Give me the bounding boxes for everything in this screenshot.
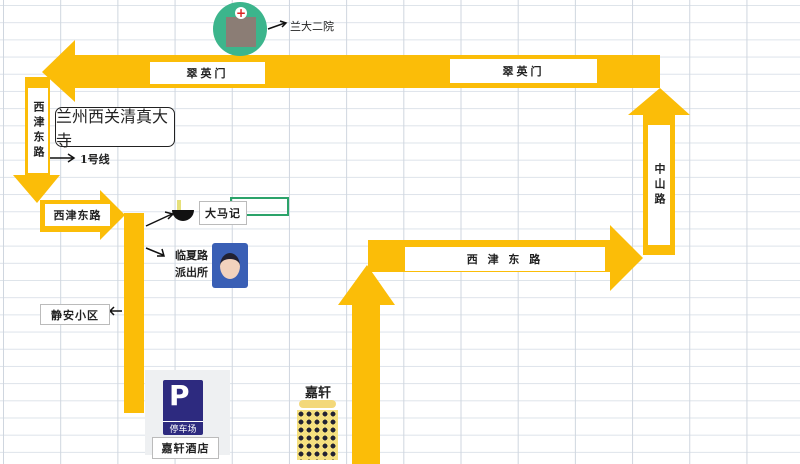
label-zhongshan: 中山路 [648,125,670,245]
police-label: 临夏路派出所 [175,249,208,279]
label-xijin-small: 西津东路 [45,204,110,226]
jingan-label: 静安小区 [40,304,110,325]
label-xijin-mid: 西 津 东 路 [405,247,605,271]
vertical-road-bar [124,213,144,413]
hospital-icon: + [213,2,267,56]
damaji-label: 大马记 [199,201,247,225]
label-cuiyingmen-right: 翠英门 [450,59,597,83]
arrow-top-left [42,40,660,102]
parking-sign-text: 停车场 [163,421,203,435]
police-station-icon [212,243,248,288]
arrow-to-jingan-icon [108,306,122,316]
label-cuiyingmen-left: 翠英门 [150,62,265,84]
arrow-to-noodle-icon [145,211,175,227]
arrow-middle-up [338,265,395,464]
hotel-label: 嘉轩酒店 [152,437,219,459]
mosque-label: 兰州西关清真大寺 [55,107,175,150]
arrow-to-line1-icon [50,153,76,163]
arrow-to-police-icon [145,247,165,257]
arrow-to-hospital-icon [267,20,288,30]
label-xijin-vertical: 西津东路 [28,88,48,173]
hospital-label: 兰大二院 [290,20,334,33]
jiaxuan-label: 嘉轩 [305,386,332,401]
noodle-bowl-icon [172,192,196,226]
parking-sign-icon: P 停车场 [163,380,203,435]
line1-label: 1号线 [80,153,110,166]
hotel-building-icon [295,400,340,460]
